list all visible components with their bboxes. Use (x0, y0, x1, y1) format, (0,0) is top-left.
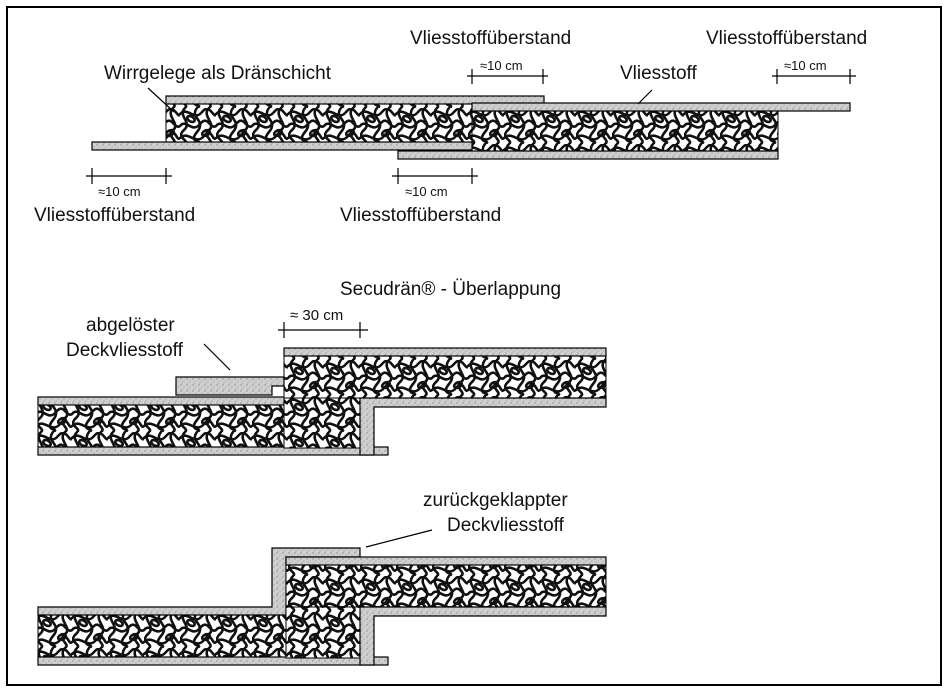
diagram-1-overlap-fleece (86, 69, 856, 184)
label-abgeloester-line1: abgelöster (86, 315, 175, 336)
detached-fleece-flap (175, 376, 285, 396)
right-panel-drain-core-3 (285, 564, 607, 608)
overlap-zone-core-3 (285, 606, 361, 659)
dimension-bottom-middle (392, 168, 478, 184)
label-overhang-bottom-middle: Vliesstoffüberstand (340, 205, 502, 226)
diagram-frame (6, 6, 942, 686)
right-panel-drain-core (283, 355, 607, 399)
right-panel-bottom-fleece (359, 397, 607, 456)
right-panel-bottom-fleece-3 (359, 606, 607, 666)
left-panel-bottom-fleece-3 (37, 656, 389, 666)
diagram-2-overlap (37, 322, 607, 456)
right-panel-top-fleece (283, 347, 607, 357)
label-abgeloester-line2: Deckvliesstoff (66, 340, 183, 361)
label-wirrgelege: Wirrgelege als Dränschicht (104, 63, 332, 84)
panel-1-drain-core (165, 103, 473, 143)
dim-bottom-middle: ≈10 cm (405, 184, 448, 199)
panel-1-bottom-fleece (91, 141, 473, 151)
dim-top-right: ≈10 cm (784, 58, 827, 73)
dimension-top-middle (467, 69, 548, 84)
panel-1-top-fleece (165, 95, 545, 105)
left-panel-bottom-fleece (37, 446, 389, 456)
diagram-3-folded-back (37, 529, 607, 666)
right-panel-top-fleece-3 (285, 556, 607, 566)
label-overhang-top-middle: Vliesstoffüberstand (410, 28, 572, 49)
leader-wirrgelege (147, 87, 175, 113)
dim-bottom-left: ≈10 cm (98, 184, 141, 199)
dim-top-middle: ≈10 cm (480, 58, 523, 73)
dimension-30cm (278, 322, 368, 338)
left-panel-drain-core (37, 404, 287, 448)
leader-zurueckgeklappter (365, 529, 433, 548)
left-panel-drain-core-3 (37, 614, 287, 658)
leader-vliesstoff (637, 89, 653, 105)
label-zurueckgeklappter-line2: Deckvliesstoff (447, 515, 564, 536)
left-panel-top-fleece (37, 396, 287, 406)
title-secudraen-overlap: Secudrän® - Überlappung (340, 279, 562, 300)
panel-2-bottom-fleece (397, 150, 779, 160)
dimension-top-right (772, 69, 856, 84)
panel-2-top-fleece (471, 102, 851, 112)
dim-30cm: ≈ 30 cm (290, 307, 344, 324)
dimension-bottom-left (86, 168, 172, 184)
label-vliesstoff: Vliesstoff (620, 63, 697, 84)
label-zurueckgeklappter-line1: zurückgeklappter (423, 490, 568, 511)
label-overhang-bottom-left: Vliesstoffüberstand (34, 205, 196, 226)
label-overhang-top-right: Vliesstoffüberstand (706, 28, 868, 49)
panel-2-drain-core (471, 109, 779, 153)
leader-abgeloester (203, 343, 231, 371)
overlap-zone-core (283, 397, 361, 449)
